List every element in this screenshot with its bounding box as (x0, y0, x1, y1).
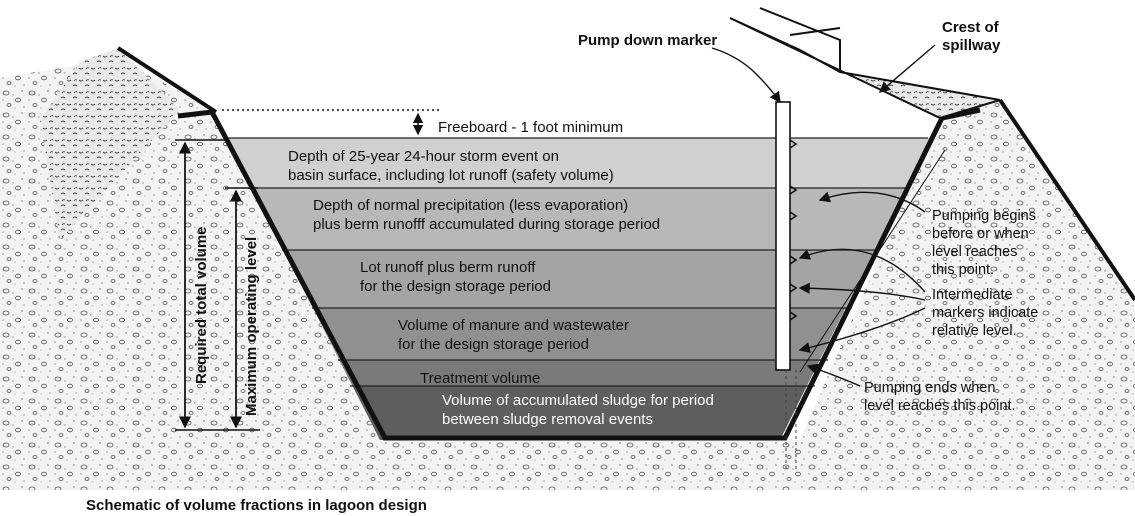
pumping-ends-1: Pumping ends when (864, 380, 995, 396)
precip-layer (212, 188, 940, 250)
diagram-caption: Schematic of volume fractions in lagoon … (86, 497, 427, 514)
intermediate-markers-2: markers indicate (932, 305, 1038, 321)
required-total-volume-label: Required total volume (193, 226, 210, 384)
crest-label-2: spillway (942, 37, 1001, 54)
sludge-label-2: between sludge removal events (442, 411, 653, 428)
pump-down-marker-label: Pump down marker (578, 32, 717, 49)
precip-label-2: plus berm runofff accumulated during sto… (313, 216, 660, 233)
maximum-operating-level-label: Maximum operating level (243, 237, 260, 416)
treatment-label: Treatment volume (420, 370, 540, 387)
lot-runoff-layer (212, 250, 940, 308)
precip-label-1: Depth of normal precipitation (less evap… (313, 197, 628, 214)
lot-label-1: Lot runoff plus berm runoff (360, 259, 536, 276)
basin-outline (177, 107, 981, 441)
storm-label-1: Depth of 25-year 24-hour storm event on (288, 148, 559, 165)
pumping-ends-2: level reaches this point. (864, 398, 1016, 414)
manure-label-2: for the design storage period (398, 336, 589, 353)
intermediate-markers-1: Intermediate (932, 287, 1013, 303)
intermediate-markers-3: relative level. (932, 323, 1017, 339)
pump-down-marker (775, 101, 791, 371)
storm-layer (212, 138, 940, 188)
sludge-label-1: Volume of accumulated sludge for period (442, 392, 714, 409)
left-rough-fill (40, 48, 180, 240)
spillway (729, 17, 1001, 120)
pumping-begins-2: before or when (932, 226, 1029, 242)
storm-label-2: basin surface, including lot runoff (saf… (288, 167, 614, 184)
pumping-begins-4: this point. (932, 262, 994, 278)
pumping-begins-3: level reaches (932, 244, 1017, 260)
manure-label-1: Volume of manure and wastewater (398, 317, 629, 334)
lot-label-2: for the design storage period (360, 278, 551, 295)
freeboard-label: Freeboard - 1 foot minimum (438, 119, 623, 136)
crest-label-1: Crest of (942, 19, 1000, 36)
pumping-begins-1: Pumping begins (932, 208, 1036, 224)
